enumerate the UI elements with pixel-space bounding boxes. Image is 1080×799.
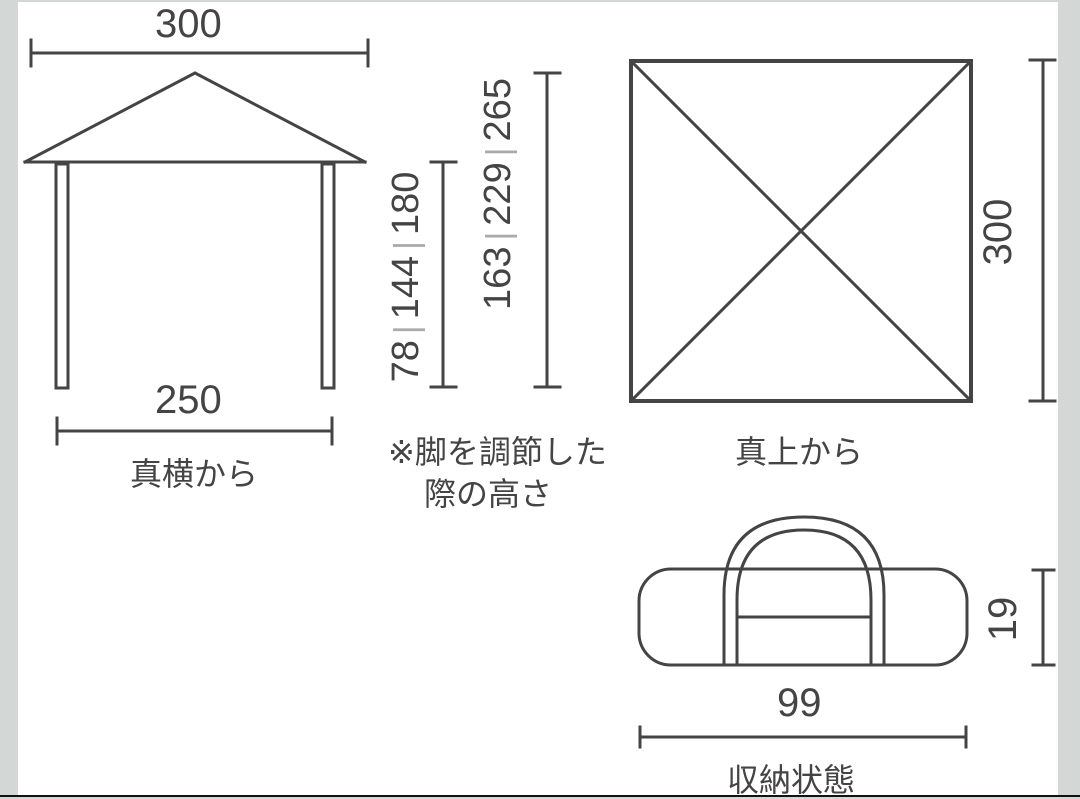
leg-height-mid: 144	[385, 255, 427, 320]
separator: |	[480, 231, 518, 241]
height-note-line1: ※脚を調節した	[388, 433, 607, 471]
storage-bag	[637, 515, 969, 667]
roof-width-label: 300	[155, 2, 222, 46]
leg-height-low: 78	[385, 340, 427, 383]
total-height-mid: 229	[477, 162, 519, 226]
storage-length-label: 99	[777, 681, 822, 725]
top-view-square	[628, 58, 974, 404]
total-height-values: 163 | 229 | 265	[477, 54, 523, 334]
total-height-dimension-line	[533, 71, 562, 389]
top-view-caption: 真上から	[735, 433, 864, 471]
top-view-depth-dimension-line	[1028, 58, 1057, 403]
storage-height-dimension-line	[1031, 568, 1056, 667]
leg-height-high: 180	[385, 171, 427, 236]
storage-length-dimension-line	[638, 725, 968, 749]
total-height-high: 265	[477, 78, 519, 142]
side-view-caption: 真横から	[130, 455, 259, 493]
side-view-roof	[22, 71, 368, 165]
storage-caption: 収納状態	[727, 761, 856, 799]
storage-height-label: 19	[981, 596, 1025, 642]
leg-height-dimension-line	[429, 160, 458, 389]
separator: |	[480, 147, 518, 157]
side-view-legs	[54, 162, 336, 390]
leg-span-label: 250	[155, 378, 222, 422]
separator: |	[388, 241, 426, 250]
top-view-depth-label: 300	[976, 198, 1020, 266]
height-note-line2: 際の高さ	[424, 475, 553, 513]
separator: |	[388, 325, 426, 335]
bottom-border	[0, 795, 1080, 797]
total-height-low: 163	[477, 246, 519, 310]
leg-span-dimension-line	[55, 416, 334, 446]
leg-height-values: 78 | 144 | 180	[385, 147, 431, 407]
roof-width-dimension-line	[29, 38, 370, 68]
